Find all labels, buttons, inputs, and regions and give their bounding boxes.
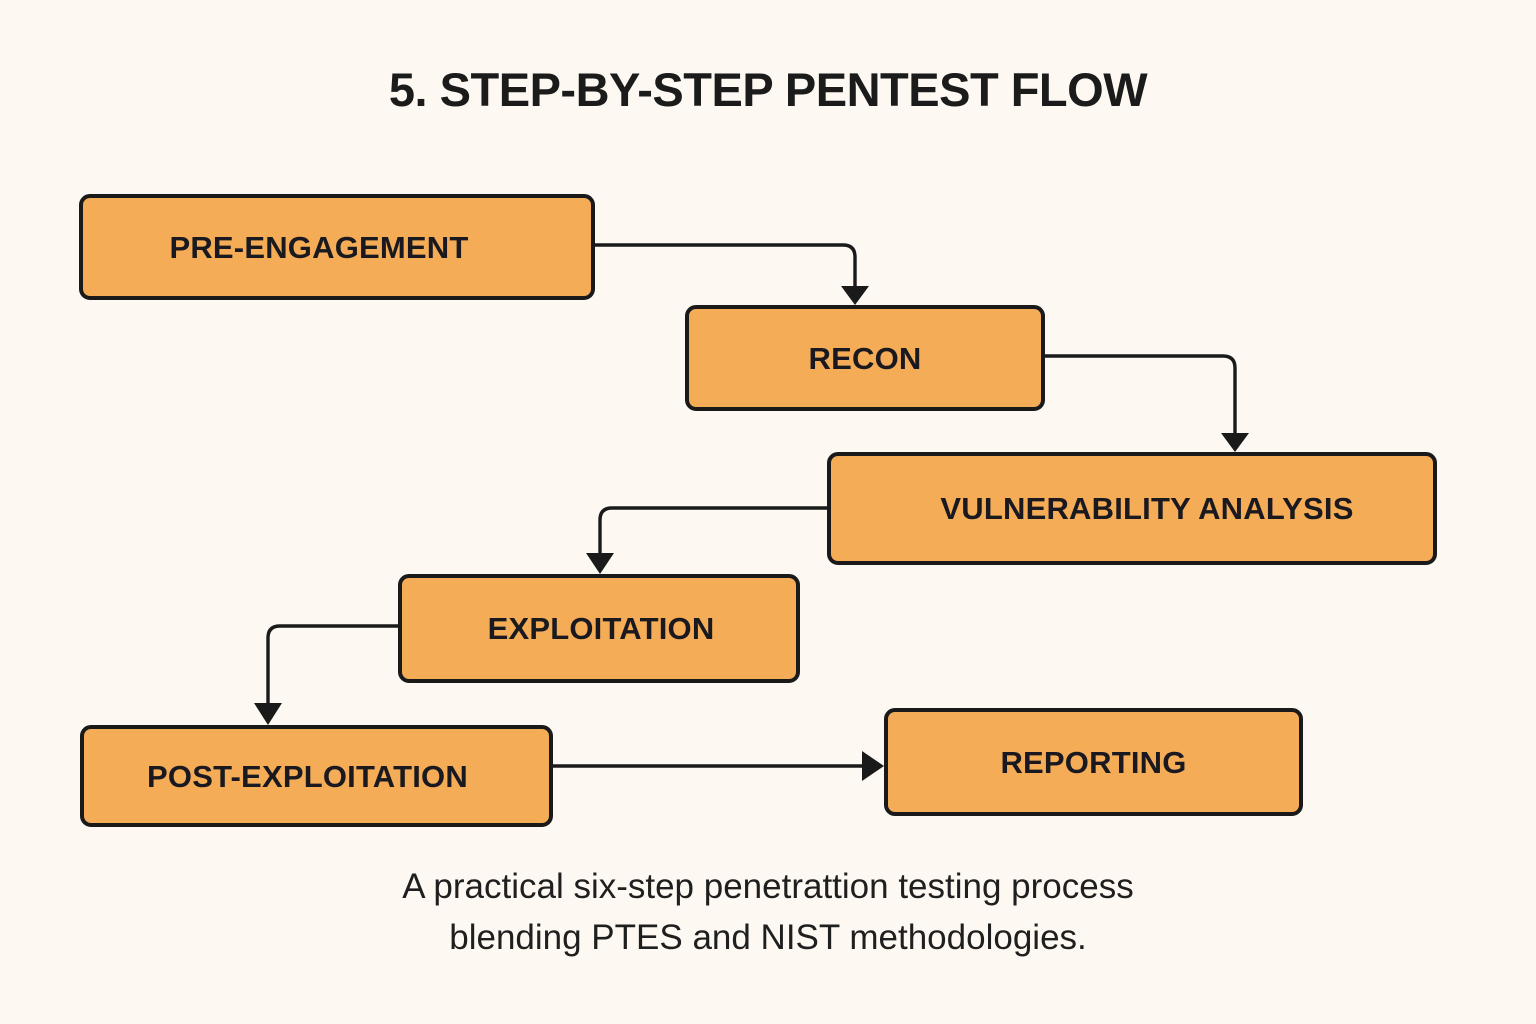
edge-post-exploitation-to-reporting (553, 751, 884, 781)
edge-exploitation-to-post-exploitation (254, 624, 398, 725)
flow-node-label: POST-EXPLOITATION (147, 758, 468, 794)
flow-node-exploitation[interactable]: EXPLOITATION (398, 574, 800, 683)
edge-vulnerability-to-exploitation (586, 506, 827, 574)
flow-node-label: EXPLOITATION (487, 611, 715, 646)
flow-node-vulnerability-analysis[interactable]: VULNERABILITY ANALYSIS (827, 452, 1437, 565)
flow-node-recon[interactable]: RECON (685, 305, 1045, 411)
flow-node-post-exploitation[interactable]: POST-EXPLOITATION (80, 725, 553, 827)
diagram-caption: A practical six-step penetrattion testin… (0, 862, 1536, 964)
edge-pre-engagement-to-recon (595, 243, 869, 305)
flow-node-label: PRE-ENGAGEMENT (169, 229, 469, 265)
edge-recon-to-vulnerability (1045, 354, 1249, 452)
flow-node-reporting[interactable]: REPORTING (884, 708, 1303, 816)
flow-node-pre-engagement[interactable]: PRE-ENGAGEMENT (79, 194, 595, 300)
caption-line-1: A practical six-step penetrattion testin… (402, 867, 1134, 906)
flow-node-label: RECON (808, 340, 922, 376)
page-title: 5. STEP-BY-STEP PENTEST FLOW (388, 63, 1148, 116)
flow-node-label: REPORTING (1000, 744, 1187, 780)
caption-line-2: blending PTES and NIST methodologies. (449, 917, 1087, 957)
flow-node-label: VULNERABILITY ANALYSIS (940, 491, 1354, 526)
